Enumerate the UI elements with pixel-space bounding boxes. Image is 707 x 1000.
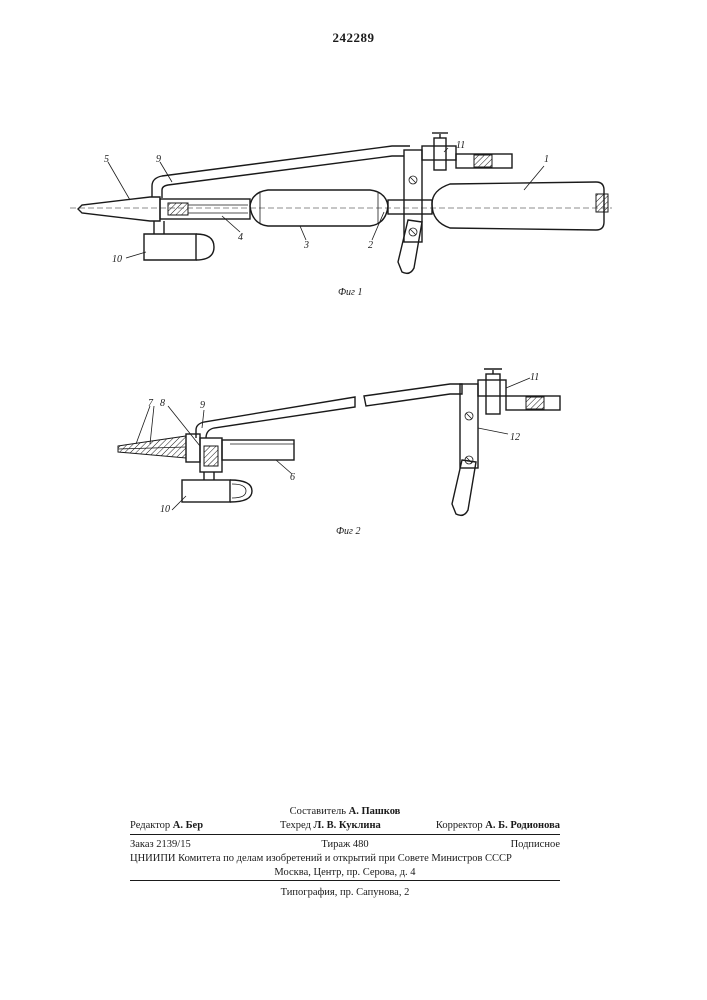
- organization: ЦНИИПИ Комитета по делам изобретений и о…: [130, 852, 512, 866]
- compiler-role: Составитель: [290, 806, 346, 817]
- fig1-label-11: 11: [456, 140, 465, 151]
- techred-name: Л. В. Куклина: [314, 820, 381, 831]
- circulation: Тираж 480: [130, 838, 560, 852]
- fig1-label-5: 5: [104, 154, 109, 165]
- org-row: ЦНИИПИ Комитета по делам изобретений и о…: [130, 852, 560, 866]
- compiler-credit: Составитель А. Пашков: [130, 805, 560, 819]
- fig2-label-10: 10: [160, 504, 170, 515]
- fig1-label-2: 2: [368, 240, 373, 251]
- imprint-block: Составитель А. Пашков Редактор А. Бер Те…: [130, 805, 560, 900]
- techred-role: Техред: [280, 820, 311, 831]
- order-row: Заказ 2139/15 Тираж 480 Подписное: [130, 838, 560, 852]
- fig1-label-1: 1: [544, 154, 549, 165]
- corrector-name: А. Б. Родионова: [485, 820, 560, 831]
- fig1-label-9: 9: [156, 154, 161, 165]
- subscription: Подписное: [511, 838, 560, 852]
- staff-row: Редактор А. Бер Техред Л. В. Куклина Кор…: [130, 819, 560, 833]
- address: Москва, Центр, пр. Серова, д. 4: [130, 866, 560, 880]
- figure-2-drawing: [118, 369, 560, 515]
- printer-row: Типография, пр. Сапунова, 2: [130, 886, 560, 900]
- compiler-row: Составитель А. Пашков: [130, 805, 560, 819]
- editor-role: Редактор: [130, 820, 170, 831]
- fig2-label-9: 9: [200, 400, 205, 411]
- fig2-label-11: 11: [530, 372, 539, 383]
- corrector-role: Корректор: [436, 820, 483, 831]
- fig2-label-12: 12: [510, 432, 520, 443]
- fig2-label-6: 6: [290, 472, 295, 483]
- fig1-label-10: 10: [112, 254, 122, 265]
- fig1-label-4: 4: [238, 232, 243, 243]
- editor-name: А. Бер: [173, 820, 203, 831]
- fig2-caption: Фиг 2: [336, 526, 360, 537]
- techred-credit: Техред Л. В. Куклина: [280, 819, 381, 833]
- imprint-rule-bottom: [130, 880, 560, 881]
- fig1-label-3: 3: [303, 240, 309, 251]
- imprint-rule-top: [130, 834, 560, 835]
- address-row: Москва, Центр, пр. Серова, д. 4: [130, 866, 560, 880]
- editor-credit: Редактор А. Бер: [130, 819, 203, 833]
- fig2-label-7: 7: [148, 398, 154, 409]
- figure-1-drawing: [70, 133, 612, 273]
- printer: Типография, пр. Сапунова, 2: [130, 886, 560, 900]
- technical-drawing: 5 9 11 1 10 4 3 2 Фиг 1: [0, 0, 707, 560]
- corrector-credit: Корректор А. Б. Родионова: [436, 819, 560, 833]
- fig1-caption: Фиг 1: [338, 287, 362, 298]
- fig2-label-8: 8: [160, 398, 165, 409]
- compiler-name: А. Пашков: [349, 806, 401, 817]
